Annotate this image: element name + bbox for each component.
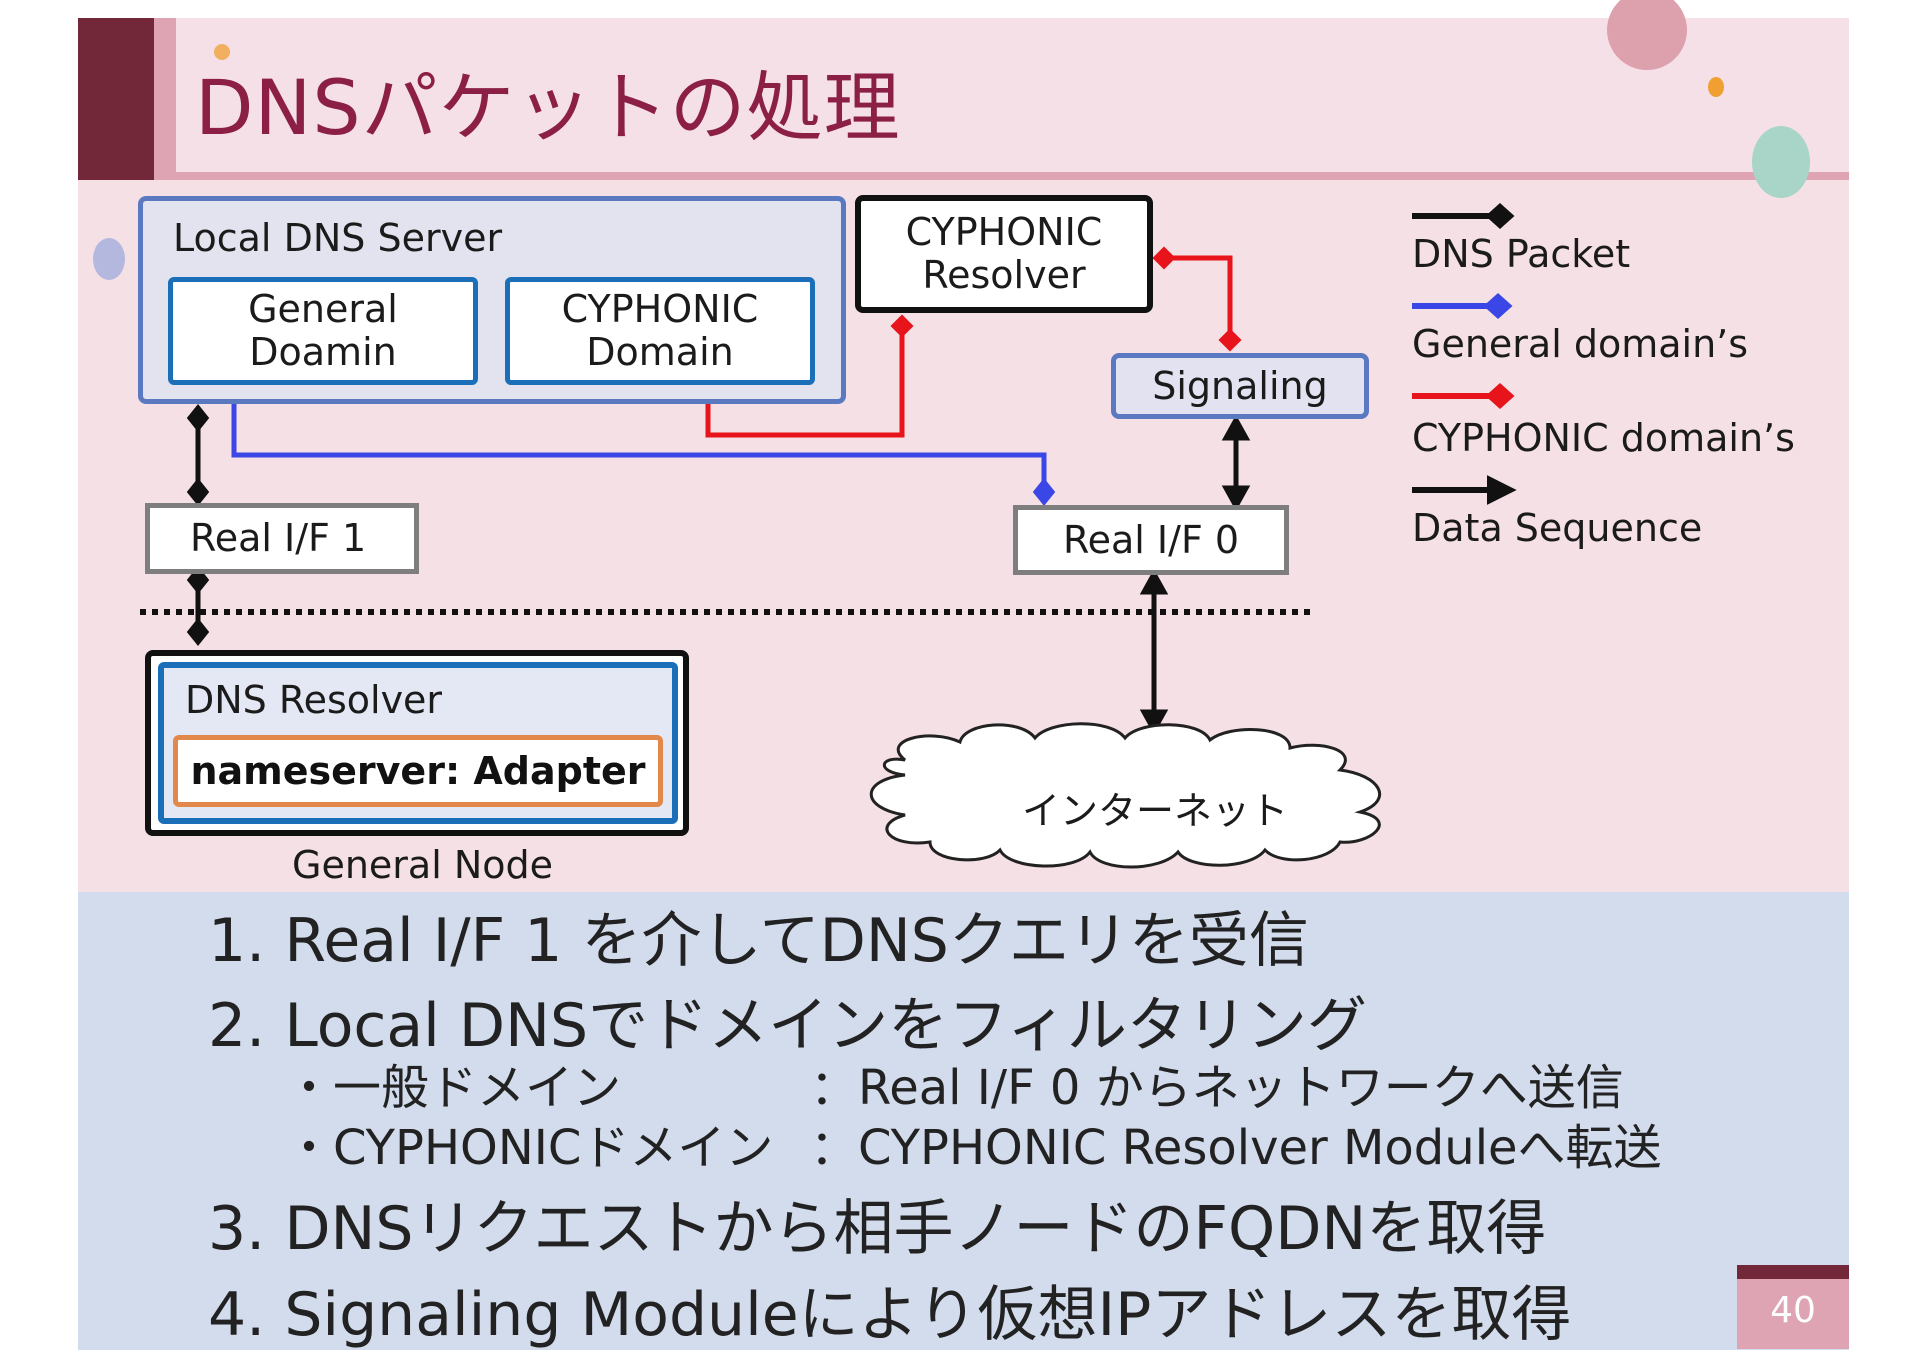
page-number-accent: [1737, 1265, 1849, 1279]
deco-circle-teal: [1752, 126, 1810, 198]
legend-cyphonic-domain: CYPHONIC domain’s: [1412, 416, 1795, 460]
legend-cyphonic-line: [1412, 382, 1515, 410]
cyphonic-resolver-box: CYPHONIC Resolver: [855, 195, 1153, 313]
deco-circle-orange: [1708, 77, 1724, 97]
steps-panel: [78, 892, 1849, 1350]
step-2: 2. Local DNSでドメインをフィルタリング: [208, 991, 1367, 1061]
step-3: 3. DNSリクエストから相手ノードのFQDNを取得: [208, 1194, 1547, 1264]
signaling-box: Signaling: [1111, 353, 1369, 419]
legend-dns-packet: DNS Packet: [1412, 232, 1631, 276]
real-if-0-label: Real I/F 0: [1062, 517, 1240, 562]
deco-circle-small-orange: [214, 44, 230, 60]
internet-cloud: [870, 722, 1382, 869]
local-dns-server-label: Local DNS Server: [173, 216, 503, 260]
step-2b-name: ・CYPHONICドメイン: [285, 1120, 774, 1176]
real-if-1-label: Real I/F 1: [190, 516, 367, 561]
signaling-label: Signaling: [1152, 363, 1328, 408]
legend-general-line: [1412, 292, 1513, 320]
dns-packet-arrow-if1-resolver: [186, 565, 210, 647]
step-2b-desc: ：CYPHONIC Resolver Moduleへ転送: [810, 1120, 1662, 1176]
dns-packet-arrow-server-if1: [186, 403, 210, 507]
title-accent-dark: [78, 18, 154, 180]
page-number-box: [1737, 1279, 1849, 1349]
step-1: 1. Real I/F 1 を介してDNSクエリを受信: [208, 906, 1309, 976]
data-sequence-arrow-if0-internet: [1139, 568, 1169, 736]
legend-general-domain: General domain’s: [1412, 322, 1749, 366]
cyphonic-domain-label: CYPHONIC Domain: [561, 287, 759, 374]
data-sequence-arrow-signaling-if0: [1221, 414, 1251, 512]
real-if-0-box: Real I/F 0: [1013, 505, 1289, 575]
cyphonic-domain-box: CYPHONIC Domain: [505, 277, 815, 385]
step-4: 4. Signaling Moduleにより仮想IPアドレスを取得: [208, 1280, 1572, 1350]
title-underline: [176, 172, 1849, 180]
dns-resolver-label: DNS Resolver: [185, 678, 443, 722]
title-bar: [78, 18, 1849, 173]
nameserver-box: nameserver: Adapter: [173, 735, 663, 807]
internet-label: インターネット: [1022, 789, 1289, 833]
step-2a-desc: ：Real I/F 0 からネットワークへ送信: [810, 1060, 1624, 1116]
legend-data-sequence: Data Sequence: [1412, 506, 1703, 550]
general-node-label: General Node: [292, 843, 554, 887]
general-domain-label: General Doamin: [248, 287, 398, 374]
nameserver-label: nameserver: Adapter: [190, 748, 646, 793]
general-domain-box: General Doamin: [168, 277, 478, 385]
deco-circle-purple: [93, 238, 125, 280]
cyphonic-resolver-label: CYPHONIC Resolver: [905, 210, 1103, 297]
real-if-1-box: Real I/F 1: [145, 503, 419, 574]
title-accent-light: [154, 18, 176, 180]
step-2a-name: ・一般ドメイン: [285, 1060, 622, 1116]
legend-dns-packet-line: [1412, 202, 1515, 230]
legend-data-sequence-line: [1412, 475, 1517, 505]
page-title: DNSパケットの処理: [195, 63, 901, 152]
page-number: 40: [1770, 1290, 1816, 1331]
deco-circle-pink: [1607, 0, 1687, 70]
